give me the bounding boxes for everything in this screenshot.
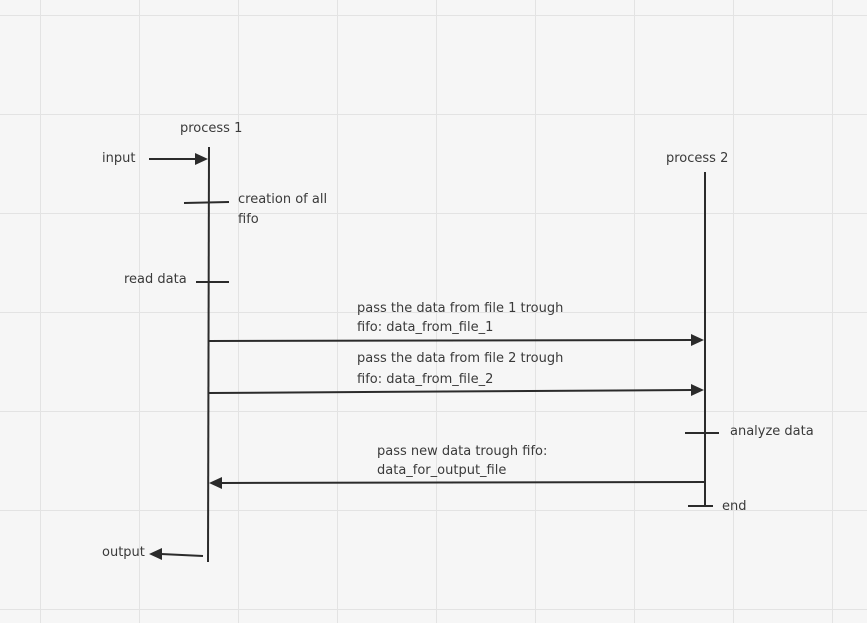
message-2-line2: fifo: data_from_file_2 — [357, 372, 494, 387]
lifeline-process-1[interactable] — [207, 146, 210, 563]
participant-process-1: process 1 — [180, 121, 243, 136]
end-label: end — [722, 499, 747, 514]
input-arrowhead — [195, 153, 208, 165]
message-1-line2: fifo: data_from_file_1 — [357, 320, 494, 335]
analyze-data-label: analyze data — [730, 424, 814, 439]
message-2-line1: pass the data from file 2 trough — [357, 351, 564, 366]
message-arrowhead-3 — [209, 477, 222, 489]
message-arrow-3[interactable] — [221, 481, 706, 484]
message-3-line2: data_for_output_file — [377, 463, 507, 478]
read-data-label: read data — [124, 272, 187, 287]
message-arrowhead-2 — [691, 384, 704, 396]
message-arrowhead-1 — [691, 334, 704, 346]
creation-label-line1: creation of all — [238, 192, 328, 207]
output-arrow[interactable] — [160, 553, 204, 557]
participant-process-2: process 2 — [666, 151, 729, 166]
output-label: output — [102, 545, 145, 560]
creation-label-line2: fifo — [238, 212, 259, 227]
message-arrow-1[interactable] — [208, 339, 693, 342]
creation-tick — [183, 201, 230, 204]
input-label: input — [102, 151, 136, 166]
output-arrowhead — [149, 548, 162, 560]
message-1-line1: pass the data from file 1 trough — [357, 301, 564, 316]
message-3-line1: pass new data trough fifo: — [377, 444, 548, 459]
message-arrow-2[interactable] — [208, 389, 693, 394]
